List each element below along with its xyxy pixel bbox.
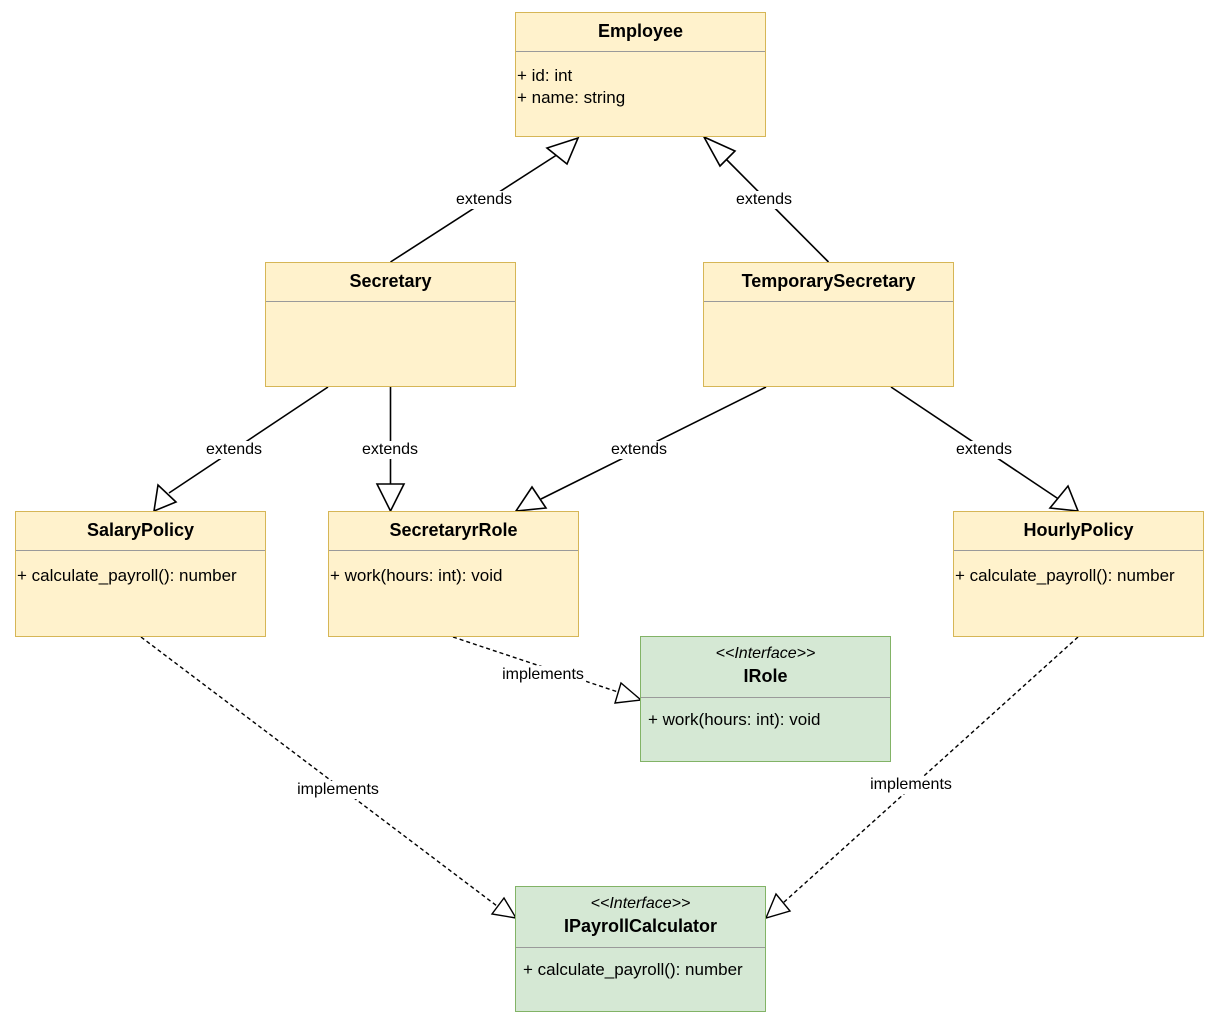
class-secretary[interactable]: Secretary (265, 262, 516, 387)
divider (954, 550, 1203, 551)
divider (516, 947, 765, 948)
divider (704, 301, 953, 302)
attribute-name: + name: string (517, 88, 626, 107)
attribute-list: + id: int + name: string (517, 65, 625, 109)
edge-secretaryrrole-implements-irole (452, 636, 619, 693)
edge-label-extends: extends (453, 191, 515, 209)
arrowhead-hollow (375, 483, 406, 513)
class-name: TemporarySecretary (741, 271, 916, 291)
arrowhead-hollow (490, 896, 518, 919)
stereotype-label: <<Interface>> (590, 895, 691, 912)
arrowhead-hollow (702, 135, 737, 168)
class-hourlypolicy[interactable]: HourlyPolicy + calculate_payroll(): numb… (953, 511, 1204, 637)
arrowhead-hollow (1048, 484, 1080, 512)
class-name: HourlyPolicy (1023, 520, 1134, 540)
divider (516, 51, 765, 52)
edge-label-extends: extends (203, 441, 265, 459)
stereotype-label: <<Interface>> (715, 645, 816, 662)
class-name: Secretary (349, 271, 432, 291)
divider (266, 301, 515, 302)
method-list: + work(hours: int): void (648, 709, 820, 731)
method-list: + calculate_payroll(): number (955, 565, 1175, 587)
interface-name: IRole (743, 666, 788, 686)
edge-label-extends: extends (953, 441, 1015, 459)
edge-salarypolicy-implements-ipayrollcalculator (140, 636, 498, 907)
class-name: SalaryPolicy (86, 520, 195, 540)
class-name: Employee (597, 21, 684, 41)
arrowhead-hollow (764, 892, 792, 920)
attribute-id: + id: int (517, 66, 573, 85)
divider (641, 697, 890, 698)
divider (16, 550, 265, 551)
edge-label-implements: implements (295, 781, 381, 799)
arrowhead-hollow (514, 485, 548, 512)
edge-hourlypolicy-implements-ipayrollcalculator (782, 636, 1079, 904)
edge-label-extends: extends (733, 191, 795, 209)
method-calculate-payroll: + calculate_payroll(): number (17, 566, 237, 585)
interface-ipayrollcalculator[interactable]: <<Interface>> IPayrollCalculator + calcu… (515, 886, 766, 1012)
edge-label-implements: implements (500, 666, 586, 684)
method-work: + work(hours: int): void (648, 710, 821, 729)
method-list: + calculate_payroll(): number (523, 959, 743, 981)
class-temporarysecretary[interactable]: TemporarySecretary (703, 262, 954, 387)
method-list: + calculate_payroll(): number (17, 565, 237, 587)
interface-name: IPayrollCalculator (563, 916, 718, 936)
class-employee[interactable]: Employee + id: int + name: string (515, 12, 766, 137)
method-calculate-payroll: + calculate_payroll(): number (955, 566, 1175, 585)
arrowhead-hollow (545, 136, 580, 166)
class-name: SecretaryrRole (389, 520, 518, 540)
method-list: + work(hours: int): void (330, 565, 502, 587)
divider (329, 550, 578, 551)
interface-irole[interactable]: <<Interface>> IRole + work(hours: int): … (640, 636, 891, 762)
arrowhead-hollow (614, 681, 643, 704)
method-calculate-payroll: + calculate_payroll(): number (523, 960, 743, 979)
edge-secretary-extends-salarypolicy (168, 386, 329, 494)
arrowhead-hollow (152, 483, 178, 513)
method-work: + work(hours: int): void (330, 566, 503, 585)
class-salarypolicy[interactable]: SalaryPolicy + calculate_payroll(): numb… (15, 511, 266, 637)
edge-label-implements: implements (868, 776, 954, 794)
class-secretaryrrole[interactable]: SecretaryrRole + work(hours: int): void (328, 511, 579, 637)
edge-label-extends: extends (359, 441, 421, 459)
edge-label-extends: extends (608, 441, 670, 459)
